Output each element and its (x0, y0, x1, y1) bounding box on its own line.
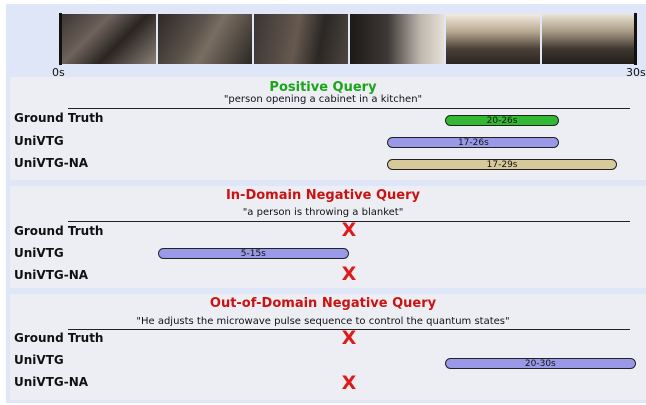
row-label-ground-truth: Ground Truth (14, 111, 104, 125)
timeline-start-tick (59, 13, 62, 65)
video-frame-3 (254, 14, 348, 64)
moment-bar-univtg: 17-26s (387, 137, 560, 148)
row-label-univtg-na: UniVTG-NA (14, 268, 89, 282)
out-of-domain-negative-panel (10, 294, 646, 400)
row-label-univtg-na: UniVTG-NA (14, 375, 89, 389)
timeline-start-label: 0s (52, 66, 65, 79)
no-moment-x-mark: X (341, 263, 357, 285)
moment-bar-univtg: 20-30s (444, 358, 636, 369)
query-text-out-of-domain: "He adjusts the microwave pulse sequence… (136, 316, 510, 327)
video-frame-1 (62, 14, 156, 64)
query-underline (68, 221, 630, 222)
video-frame-4 (350, 14, 444, 64)
no-moment-x-mark: X (341, 327, 357, 349)
section-title-out-of-domain-negative: Out-of-Domain Negative Query (209, 296, 437, 311)
query-text-in-domain: "a person is throwing a blanket" (242, 207, 404, 218)
in-domain-negative-panel (10, 186, 646, 288)
row-label-univtg-na: UniVTG-NA (14, 156, 89, 170)
no-moment-x-mark: X (341, 372, 357, 394)
timeline-end-label: 30s (626, 66, 646, 79)
row-label-univtg: UniVTG (14, 246, 64, 260)
moment-bar-univtg: 5-15s (157, 248, 349, 259)
section-title-positive: Positive Query (269, 80, 377, 95)
row-label-ground-truth: Ground Truth (14, 224, 104, 238)
no-moment-x-mark: X (341, 219, 357, 241)
query-underline (68, 329, 630, 330)
row-label-ground-truth: Ground Truth (14, 331, 104, 345)
row-label-univtg: UniVTG (14, 353, 64, 367)
video-frame-5 (446, 14, 540, 64)
query-text-positive: "person opening a cabinet in a kitchen" (223, 94, 423, 105)
moment-bar-na: 17-29s (387, 159, 617, 170)
video-frame-6 (542, 14, 636, 64)
section-title-in-domain-negative: In-Domain Negative Query (225, 188, 421, 203)
row-label-univtg: UniVTG (14, 134, 64, 148)
video-frame-2 (158, 14, 252, 64)
video-frame-strip (62, 14, 636, 64)
query-underline (68, 108, 630, 109)
moment-bar-gt: 20-26s (444, 115, 560, 126)
timeline-end-tick (634, 13, 637, 65)
